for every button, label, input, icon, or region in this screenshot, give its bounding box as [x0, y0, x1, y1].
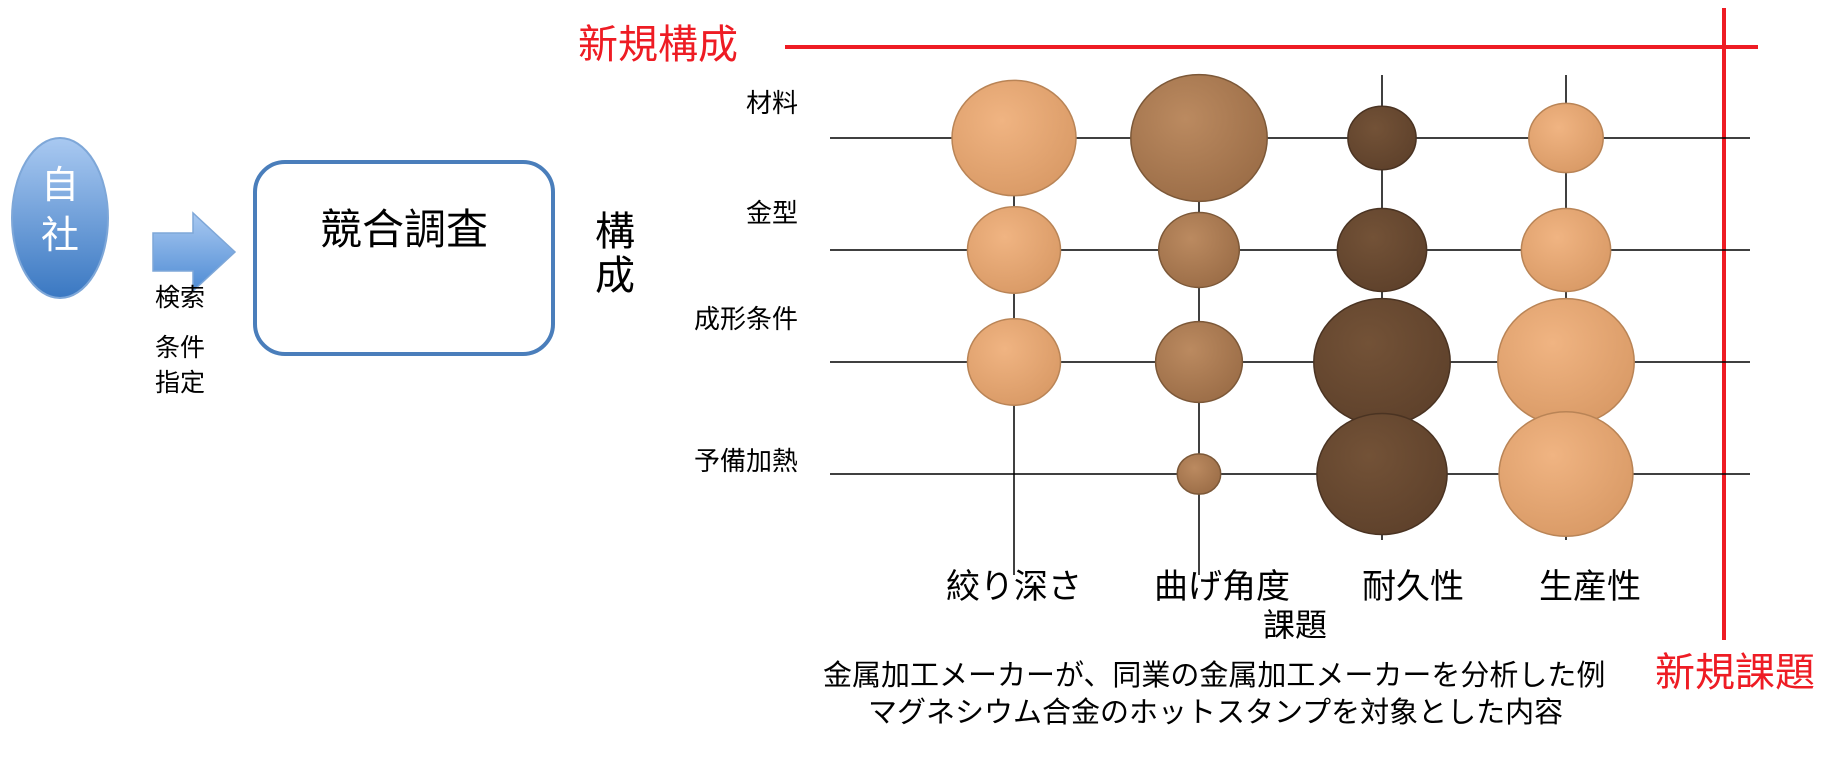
company-ellipse [11, 137, 109, 299]
composition-vertical-label: 構成 [595, 210, 635, 298]
caption-line-1: 金属加工メーカーが、同業の金属加工メーカーを分析した例 [823, 659, 1605, 692]
caption-line-2: マグネシウム合金のホットスタンプを対象とした内容 [868, 696, 1563, 729]
arrow-label-search: 検索 [155, 284, 205, 312]
bubble [1313, 297, 1451, 427]
new-issue-label: 新規課題 [1655, 651, 1815, 695]
axis-title: 課題 [1263, 607, 1327, 643]
column-label: 絞り深さ [946, 568, 1082, 606]
arrow-label-specify: 指定 [155, 369, 205, 397]
bubble [1347, 105, 1417, 171]
company-label: 自社 [41, 165, 79, 257]
arrow-label-condition: 条件 [155, 334, 205, 362]
row-label: 金型 [746, 198, 798, 228]
right-arrow-icon [152, 211, 237, 293]
column-label: 耐久性 [1362, 568, 1464, 606]
new-config-label: 新規構成 [578, 23, 738, 67]
bubble [1130, 73, 1268, 203]
bubble [951, 79, 1077, 197]
column-label: 曲げ角度 [1154, 568, 1290, 606]
bubble [1157, 211, 1241, 289]
row-label: 予備加熱 [694, 446, 798, 476]
bubble [1497, 297, 1635, 427]
bubble [1336, 207, 1428, 293]
bubble-layer [951, 73, 1635, 538]
column-labels: 絞り深さ 曲げ角度 耐久性 生産性 [946, 568, 1641, 606]
bubble [1498, 410, 1634, 538]
column-label: 生産性 [1539, 568, 1641, 606]
competitor-survey-label: 競合調査 [320, 206, 488, 253]
competitor-survey-box [253, 160, 555, 356]
bubble [966, 318, 1062, 406]
bubble [1176, 453, 1222, 495]
row-label: 材料 [746, 88, 798, 118]
bubble [966, 206, 1062, 294]
bubble [1316, 412, 1448, 536]
bubble [1520, 207, 1612, 293]
row-label: 成形条件 [694, 304, 798, 334]
bubble [1528, 102, 1604, 174]
bubble [1154, 320, 1244, 404]
